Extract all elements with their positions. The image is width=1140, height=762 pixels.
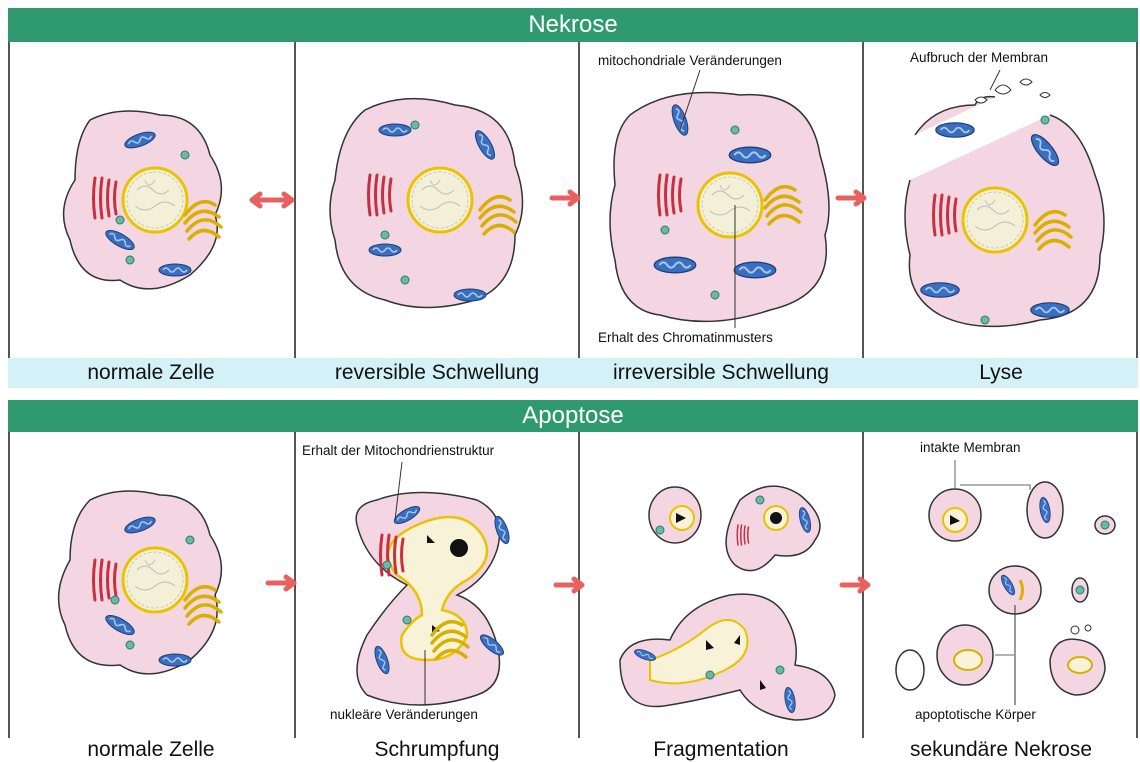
label-mitochondria-preserved: Erhalt der Mitochondrienstruktur bbox=[302, 443, 494, 458]
label-chromatin-preserved: Erhalt des Chromatinmusters bbox=[598, 330, 773, 345]
apoptotic-bodies bbox=[896, 482, 1115, 695]
label-nuclear-changes: nukleäre Veränderungen bbox=[330, 707, 478, 722]
normal-cell bbox=[59, 491, 222, 674]
arrow bbox=[268, 577, 294, 589]
normal-cell bbox=[64, 111, 222, 289]
arrow bbox=[838, 192, 864, 204]
shrinking-cell bbox=[356, 493, 512, 706]
lysing-cell bbox=[905, 79, 1104, 326]
fragmenting-cell bbox=[620, 486, 835, 720]
label-mitochondrial-changes: mitochondriale Veränderungen bbox=[598, 53, 782, 68]
irreversible-swollen-cell bbox=[610, 93, 829, 322]
arrow bbox=[552, 192, 578, 204]
arrow bbox=[556, 579, 582, 591]
swollen-cell bbox=[330, 99, 523, 308]
label-intact-membrane: intakte Membran bbox=[920, 440, 1021, 455]
label-apoptotic-bodies: apoptotische Körper bbox=[915, 707, 1036, 722]
label-membrane-rupture: Aufbruch der Membran bbox=[910, 50, 1048, 65]
double-arrow bbox=[252, 194, 292, 206]
arrow bbox=[842, 579, 868, 591]
